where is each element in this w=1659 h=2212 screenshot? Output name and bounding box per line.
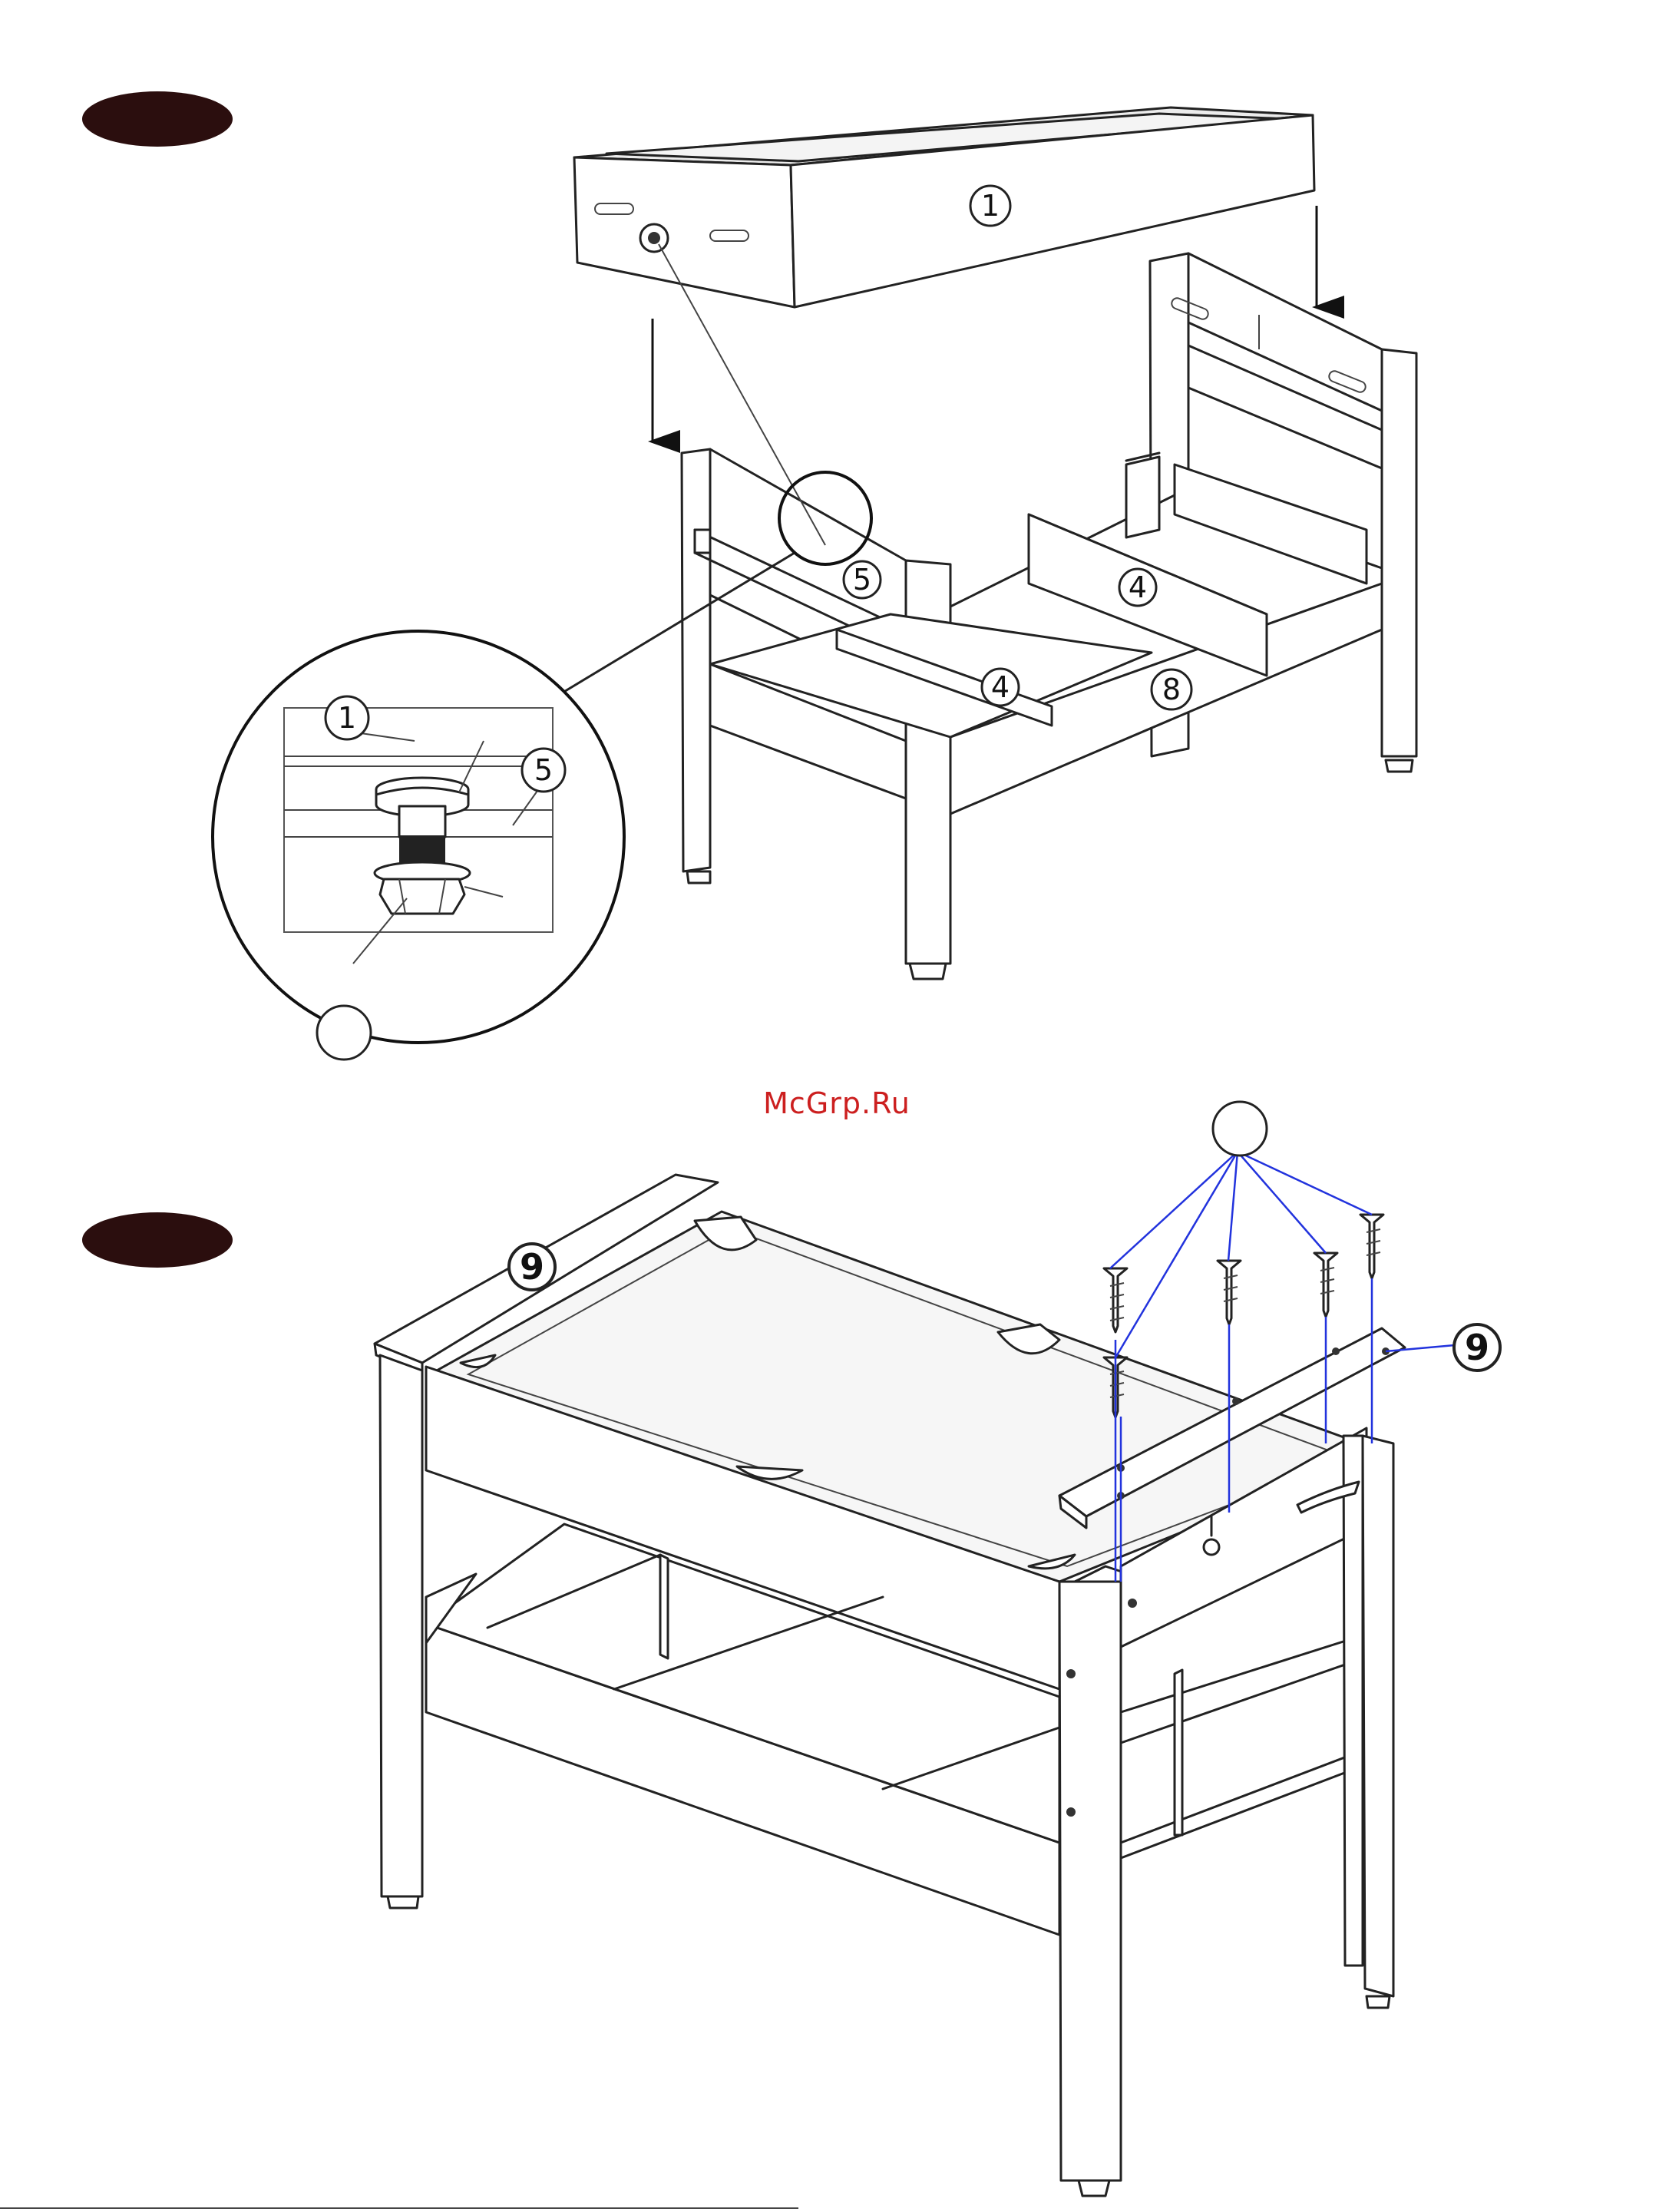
label-part-9-right: 9	[1465, 1327, 1489, 1368]
detail-callout-circle	[317, 1006, 371, 1060]
label-detail-part-5: 5	[534, 753, 553, 787]
assembled-pool-table	[375, 1175, 1405, 2196]
screw-1	[1104, 1268, 1127, 1332]
label-part-1: 1	[981, 189, 1000, 223]
badge-part-4-back: 4	[1119, 569, 1156, 606]
label-part-8: 8	[1162, 673, 1181, 706]
badge-detail-part-1: 1	[326, 696, 368, 739]
screw-4	[1314, 1253, 1337, 1317]
label-part-5: 5	[853, 563, 871, 597]
badge-part-1: 1	[970, 186, 1010, 226]
label-part-4-front: 4	[991, 670, 1010, 704]
step-2-marker	[82, 1212, 233, 1268]
table-frame	[682, 253, 1416, 979]
screw-5	[1360, 1215, 1383, 1278]
badge-part-5: 5	[844, 561, 881, 598]
badge-part-9-right: 9	[1454, 1324, 1500, 1371]
badge-detail-part-5: 5	[522, 749, 565, 792]
step-1-marker	[82, 91, 233, 147]
detail-magnifier: 1 5	[213, 631, 624, 1060]
label-part-4-back: 4	[1129, 570, 1147, 604]
badge-part-4-front: 4	[982, 669, 1019, 706]
label-part-9-left: 9	[520, 1246, 544, 1288]
label-detail-part-1: 1	[338, 701, 356, 735]
badge-part-9-left: 9	[509, 1244, 555, 1290]
screw-callout-circle	[1213, 1102, 1267, 1156]
watermark-text: McGrp.Ru	[763, 1086, 910, 1120]
badge-part-8: 8	[1152, 670, 1191, 709]
screw-3	[1218, 1261, 1241, 1324]
